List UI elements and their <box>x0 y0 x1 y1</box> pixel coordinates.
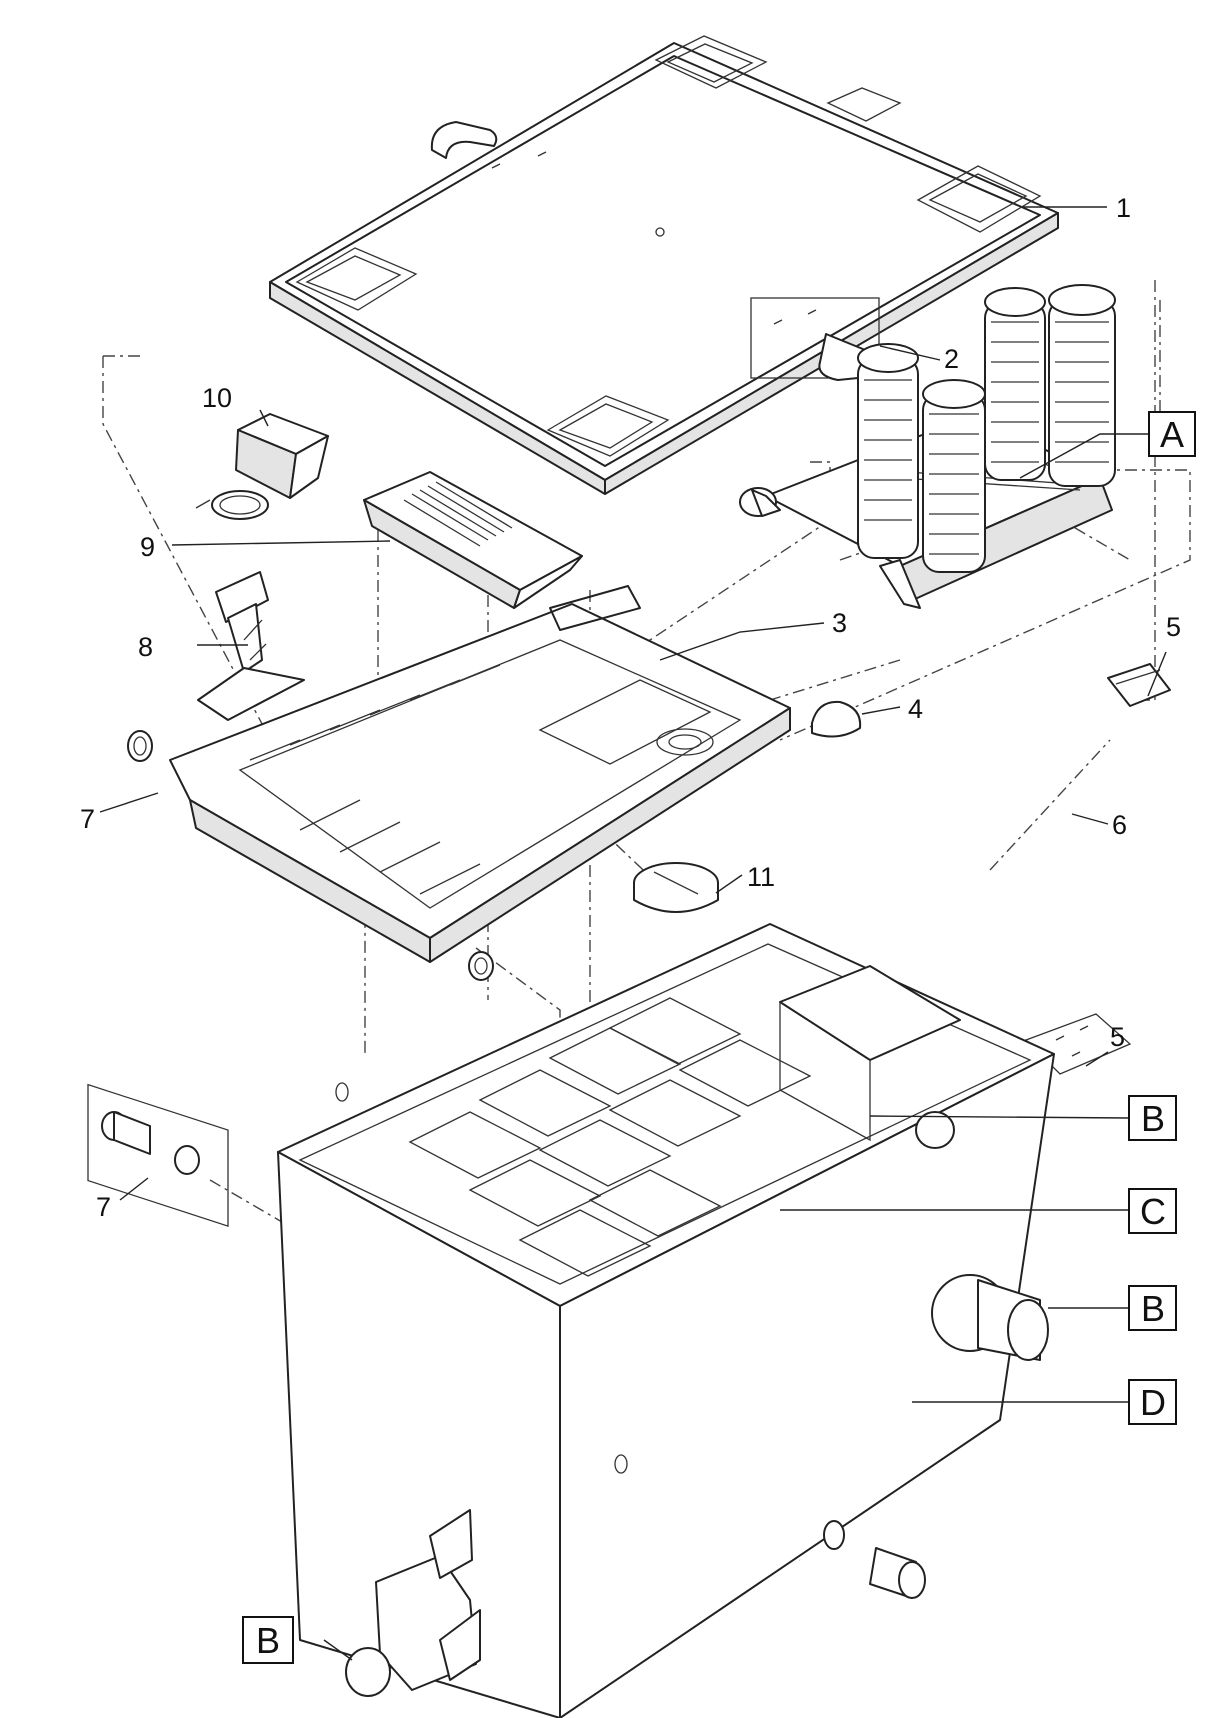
callout-5-upper: 5 <box>1166 612 1181 642</box>
letter-a: A <box>1160 414 1184 455</box>
callout-4: 4 <box>908 694 923 724</box>
leader-lines <box>99 206 1167 1661</box>
callout-3: 3 <box>832 608 847 638</box>
screw-cap <box>633 862 719 913</box>
number-callouts: 1 2 3 4 5 5 6 7 7 8 9 10 11 <box>80 193 1181 1222</box>
letter-b-middle: B <box>1141 1288 1165 1329</box>
seal-rings <box>87 730 494 1227</box>
letter-box-b-lower <box>242 1616 294 1664</box>
end-cap <box>811 700 862 738</box>
callout-7-upper: 7 <box>80 804 95 834</box>
lid-handle-top <box>430 121 547 169</box>
cartridge-2 <box>984 287 1046 481</box>
callout-1: 1 <box>1116 193 1131 223</box>
letter-box-b-upper <box>1128 1095 1177 1141</box>
callout-6: 6 <box>1112 810 1127 840</box>
callout-8: 8 <box>138 632 153 662</box>
callout-5-lower: 5 <box>1110 1022 1125 1052</box>
letter-d: D <box>1140 1382 1166 1423</box>
cartridge-1 <box>857 343 919 559</box>
filter-housing <box>277 923 1055 1718</box>
filter-tray <box>169 585 791 963</box>
filter-basket <box>363 471 583 609</box>
callout-9: 9 <box>140 532 155 562</box>
letter-box-d <box>1128 1379 1177 1425</box>
letter-box-b-middle <box>1128 1285 1177 1331</box>
cartridge-4 <box>922 379 986 573</box>
letter-box-c <box>1128 1188 1177 1234</box>
letter-box-a <box>1148 411 1196 457</box>
callout-2: 2 <box>944 344 959 374</box>
letter-b-upper: B <box>1141 1098 1165 1139</box>
mounting-clips <box>1024 663 1171 1075</box>
letter-b-lower: B <box>256 1620 280 1661</box>
cartridge-3 <box>1048 284 1116 487</box>
letter-callouts: A B C B D B <box>242 411 1196 1664</box>
power-adapter <box>195 413 329 520</box>
filter-cartridges <box>857 284 1116 573</box>
callout-10: 10 <box>202 383 232 413</box>
cleaning-handle <box>197 571 305 721</box>
letter-c: C <box>1140 1191 1166 1232</box>
callout-11: 11 <box>747 862 775 892</box>
callout-7-lower: 7 <box>96 1192 111 1222</box>
